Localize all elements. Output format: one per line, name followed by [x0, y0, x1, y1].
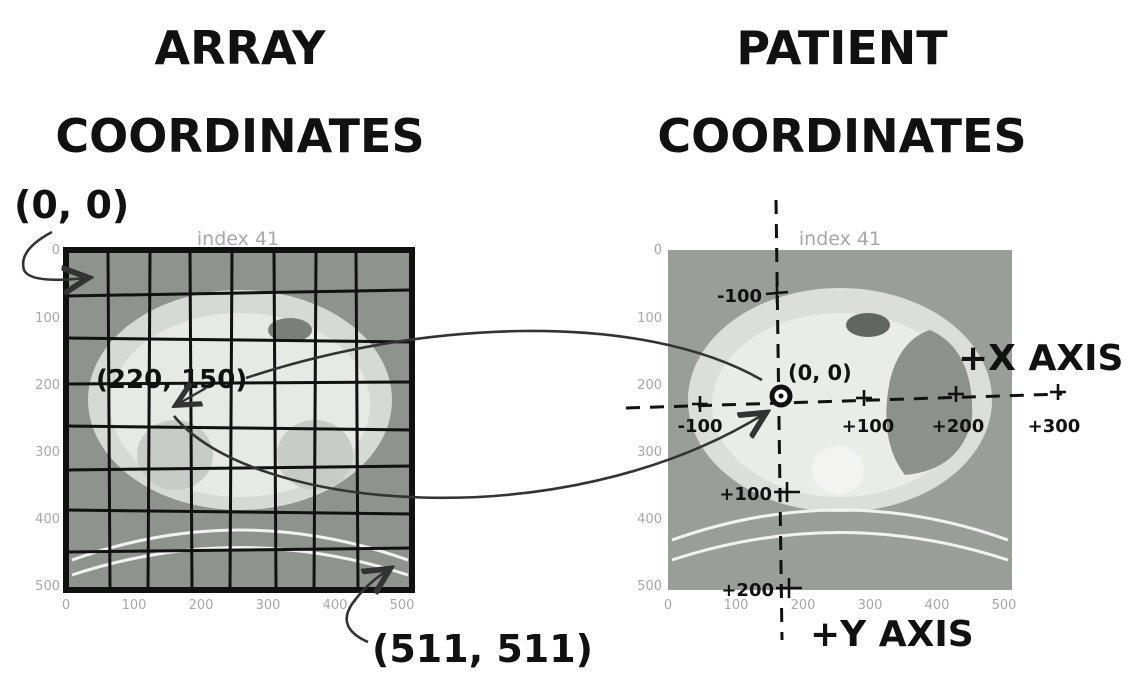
right-vertebra [812, 446, 864, 494]
left-table-line1 [71, 528, 409, 562]
corner-top-arrow [21, 230, 86, 280]
right-x-ticks: 0 100 200 300 400 500 [664, 598, 1017, 613]
right-x-tick: 300 [858, 598, 883, 613]
left-grid-border [63, 247, 415, 593]
right-table-line2 [671, 531, 1009, 562]
right-x-tick: 400 [925, 598, 950, 613]
right-x-tick: 200 [791, 598, 816, 613]
right-bowel-gas [846, 313, 890, 337]
y-axis-tick-marks [765, 284, 802, 598]
left-title-line1: ARRAY [155, 21, 327, 75]
y-axis-line [774, 199, 784, 641]
right-y-tick: 400 [637, 512, 662, 527]
right-y-ticks: 0 100 200 300 400 500 [637, 243, 662, 594]
right-table-line1 [671, 508, 1009, 542]
right-y-tick: 100 [637, 311, 662, 326]
right-x-tick: 500 [992, 598, 1017, 613]
left-y-ticks: 0 100 200 300 400 500 [35, 243, 60, 594]
right-ct-panel: index 41 0 100 200 300 400 500 0 100 200… [637, 228, 1016, 613]
y-axis-tick-label: +100 [719, 484, 772, 505]
left-x-ticks: 0 100 200 300 400 500 [62, 598, 415, 613]
left-table-line2 [71, 546, 409, 577]
right-title-line1: PATIENT [736, 21, 948, 75]
y-axis-label: +Y AXIS [810, 614, 974, 655]
y-axis-tick-labels: -100 +100 +200 [717, 286, 774, 601]
x-axis-tick-marks [692, 384, 1066, 412]
x-axis-label: +X AXIS [958, 338, 1123, 379]
left-x-tick: 400 [323, 598, 348, 613]
origin-dot [778, 393, 784, 399]
right-index-label: index 41 [799, 228, 881, 250]
left-bowel-gas [268, 318, 312, 342]
corner-bottom-label: (511, 511) [372, 627, 593, 671]
right-x-tick: 0 [664, 598, 672, 613]
corner-top-label: (0, 0) [14, 183, 129, 227]
origin-label: (0, 0) [788, 361, 852, 385]
left-y-tick: 500 [35, 579, 60, 594]
left-index-label: index 41 [197, 228, 279, 250]
left-title-line2: COORDINATES [55, 109, 424, 163]
right-x-tick: 100 [724, 598, 749, 613]
corner-bottom-arrow [345, 570, 388, 644]
x-axis-tick-label: +300 [1028, 416, 1081, 437]
point-label: (220, 150) [96, 365, 247, 395]
left-y-tick: 400 [35, 512, 60, 527]
left-y-tick: 0 [52, 243, 60, 258]
right-y-tick: 200 [637, 378, 662, 393]
mapping-arrow-top [245, 329, 763, 382]
x-axis-tick-label: -100 [677, 416, 722, 437]
left-x-tick: 100 [122, 598, 147, 613]
y-axis-tick-label: +200 [721, 580, 774, 601]
right-y-tick: 500 [637, 579, 662, 594]
left-y-tick: 300 [35, 445, 60, 460]
left-x-tick: 500 [390, 598, 415, 613]
left-kidney-left [137, 420, 213, 490]
x-axis-line [625, 392, 1063, 410]
point-arrow [178, 388, 207, 404]
y-axis-tick-label: -100 [717, 286, 762, 307]
left-ct-panel: index 41 0 1 [35, 228, 415, 613]
mapping-arrow-bottom [172, 414, 764, 500]
right-y-tick: 0 [654, 243, 662, 258]
left-x-tick: 200 [189, 598, 214, 613]
right-stomach [886, 330, 973, 475]
left-y-tick: 100 [35, 311, 60, 326]
x-axis-tick-labels: -100 +100 +200 +300 [677, 416, 1080, 437]
left-x-tick: 300 [256, 598, 281, 613]
left-y-tick: 200 [35, 378, 60, 393]
right-title-line2: COORDINATES [657, 109, 1026, 163]
x-axis-tick-label: +200 [932, 416, 985, 437]
x-axis-tick-label: +100 [842, 416, 895, 437]
right-y-tick: 300 [637, 445, 662, 460]
left-x-tick: 0 [62, 598, 70, 613]
patient-axes [625, 199, 1063, 641]
left-grid [65, 251, 413, 591]
